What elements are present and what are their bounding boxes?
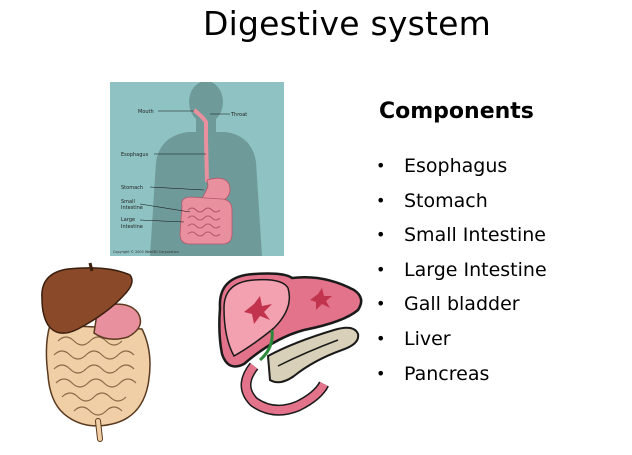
slide-title: Digestive system [203,4,491,43]
component-label: Liver [404,327,451,350]
list-item: • Pancreas [374,360,547,395]
bullet-icon: • [376,190,386,210]
bullet-icon: • [376,294,386,314]
bullet-icon: • [376,328,386,348]
component-label: Small Intestine [404,224,546,247]
digestive-body-diagram: Mouth Throat Esophagus Stomach Small Int… [110,82,284,256]
label-small-intestine-line1: Small [121,199,135,205]
bullet-icon: • [376,225,386,245]
component-label: Gall bladder [404,293,520,316]
bullet-icon: • [376,156,386,175]
component-label: Stomach [404,189,488,212]
figure-copyright: Copyright © 2005 WebMD Corporation [113,250,179,254]
list-item: • Large Intestine [374,256,547,291]
list-item: • Liver [374,325,547,360]
components-heading: Components [379,99,534,124]
list-item: • Stomach [374,187,547,222]
label-stomach: Stomach [121,185,143,191]
label-throat: Throat [230,112,247,118]
bullet-icon: • [376,259,386,279]
bullet-icon: • [376,363,386,383]
label-mouth: Mouth [138,109,154,115]
component-label: Esophagus [404,155,508,177]
list-item: • Small Intestine [374,221,547,256]
components-list: • Esophagus • Stomach • Small Intestine • La… [374,152,547,394]
label-esophagus: Esophagus [121,152,149,158]
component-label: Pancreas [404,362,490,385]
label-large-intestine-line2: Intestine [121,224,143,230]
label-small-intestine-line2: Intestine [121,205,143,211]
intestines-clipart [41,262,151,442]
label-large-intestine-line1: Large [121,217,135,223]
liver-pancreas-clipart [218,272,363,416]
list-item: • Gall bladder [374,290,547,325]
component-label: Large Intestine [404,258,547,281]
list-item: • Esophagus [374,152,547,187]
